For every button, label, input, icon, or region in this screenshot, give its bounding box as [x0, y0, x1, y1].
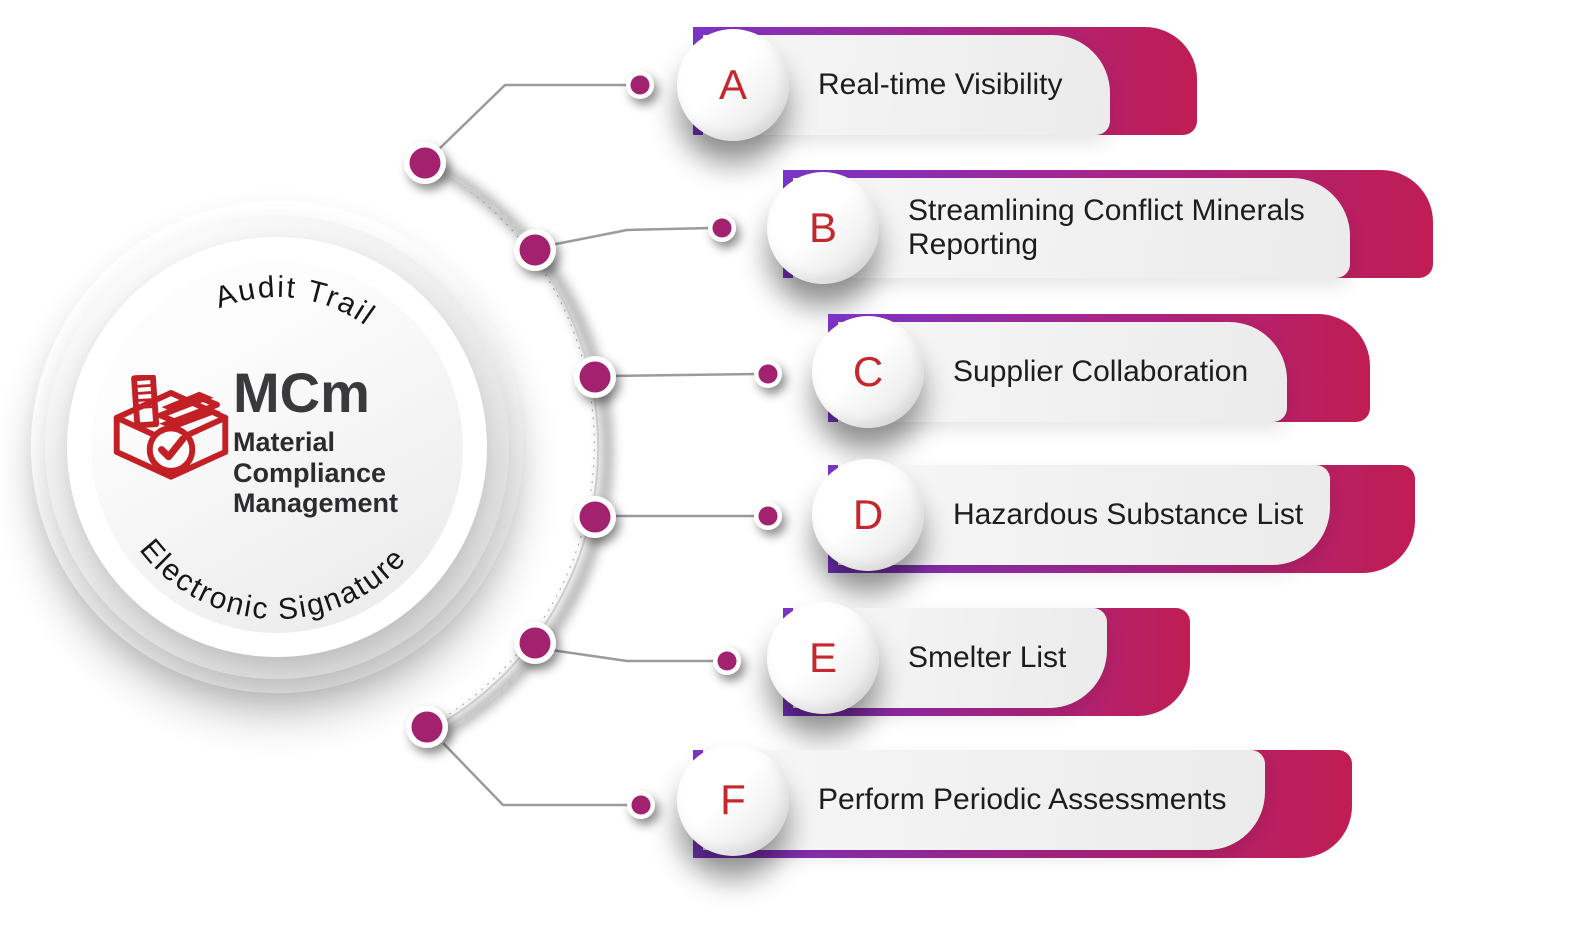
arc-node-dot-A	[404, 142, 446, 184]
arc-node-dot-F	[406, 706, 448, 748]
item-label-bar	[793, 178, 1350, 278]
connector-line-B	[549, 226, 713, 247]
item-letter: C	[852, 348, 884, 395]
hub-name-line2: Management	[233, 488, 399, 518]
item-label: Perform Periodic Assessments	[818, 783, 1227, 817]
item-letter: D	[852, 491, 884, 538]
connector-line-C	[610, 372, 759, 378]
connector-line-E	[549, 648, 718, 663]
item-letter-badge-F: F	[677, 744, 789, 856]
connector-end-dot-B	[708, 214, 736, 242]
connector-line-F	[442, 742, 632, 807]
item-label: Real-time Visibility	[818, 68, 1063, 102]
arc-node-dot-C	[574, 356, 616, 398]
item-letter-badge-E: E	[767, 602, 879, 714]
item-letter: F	[720, 776, 746, 823]
item-label-bar	[703, 750, 1265, 850]
hub-curved-text-layer: Audit Trail Electronic Signature	[133, 271, 411, 627]
hub-acronym: MCm	[233, 361, 370, 424]
connector-end-dot-D	[754, 502, 782, 530]
item-label: Streamlining Conflict Minerals Reporting	[908, 194, 1305, 261]
arc-node-dot-E	[514, 622, 556, 664]
connector-end-dot-F	[627, 791, 655, 819]
central-hub: Audit Trail Electronic Signature	[31, 201, 523, 693]
item-label: Smelter List	[908, 641, 1067, 675]
connector-end-dot-A	[626, 71, 654, 99]
item-letter: E	[808, 634, 837, 681]
item-label: Hazardous Substance List	[953, 498, 1304, 532]
timeline-arc-shadow	[433, 164, 611, 740]
item-letter-badge-C: C	[812, 316, 924, 428]
hub-name-line1: Material Compliance	[233, 427, 387, 488]
item-letter-badge-D: D	[812, 459, 924, 571]
arc-node-dot-B	[514, 229, 556, 271]
arc-node-dot-D	[574, 496, 616, 538]
item-label: Supplier Collaboration	[953, 355, 1249, 389]
item-letter-badge-B: B	[767, 172, 879, 284]
item-letter-badge-A: A	[677, 29, 789, 141]
item-letter: B	[808, 204, 837, 251]
connector-line-A	[435, 83, 631, 153]
connector-end-dot-E	[713, 647, 741, 675]
connector-end-dot-C	[754, 360, 782, 388]
hub-title-block: MCm Material Compliance Management	[233, 365, 493, 519]
item-letter: A	[718, 61, 747, 108]
compliance-box-check-icon	[113, 375, 229, 480]
timeline-arc	[427, 162, 600, 732]
timeline-arc-dotted	[423, 160, 595, 730]
